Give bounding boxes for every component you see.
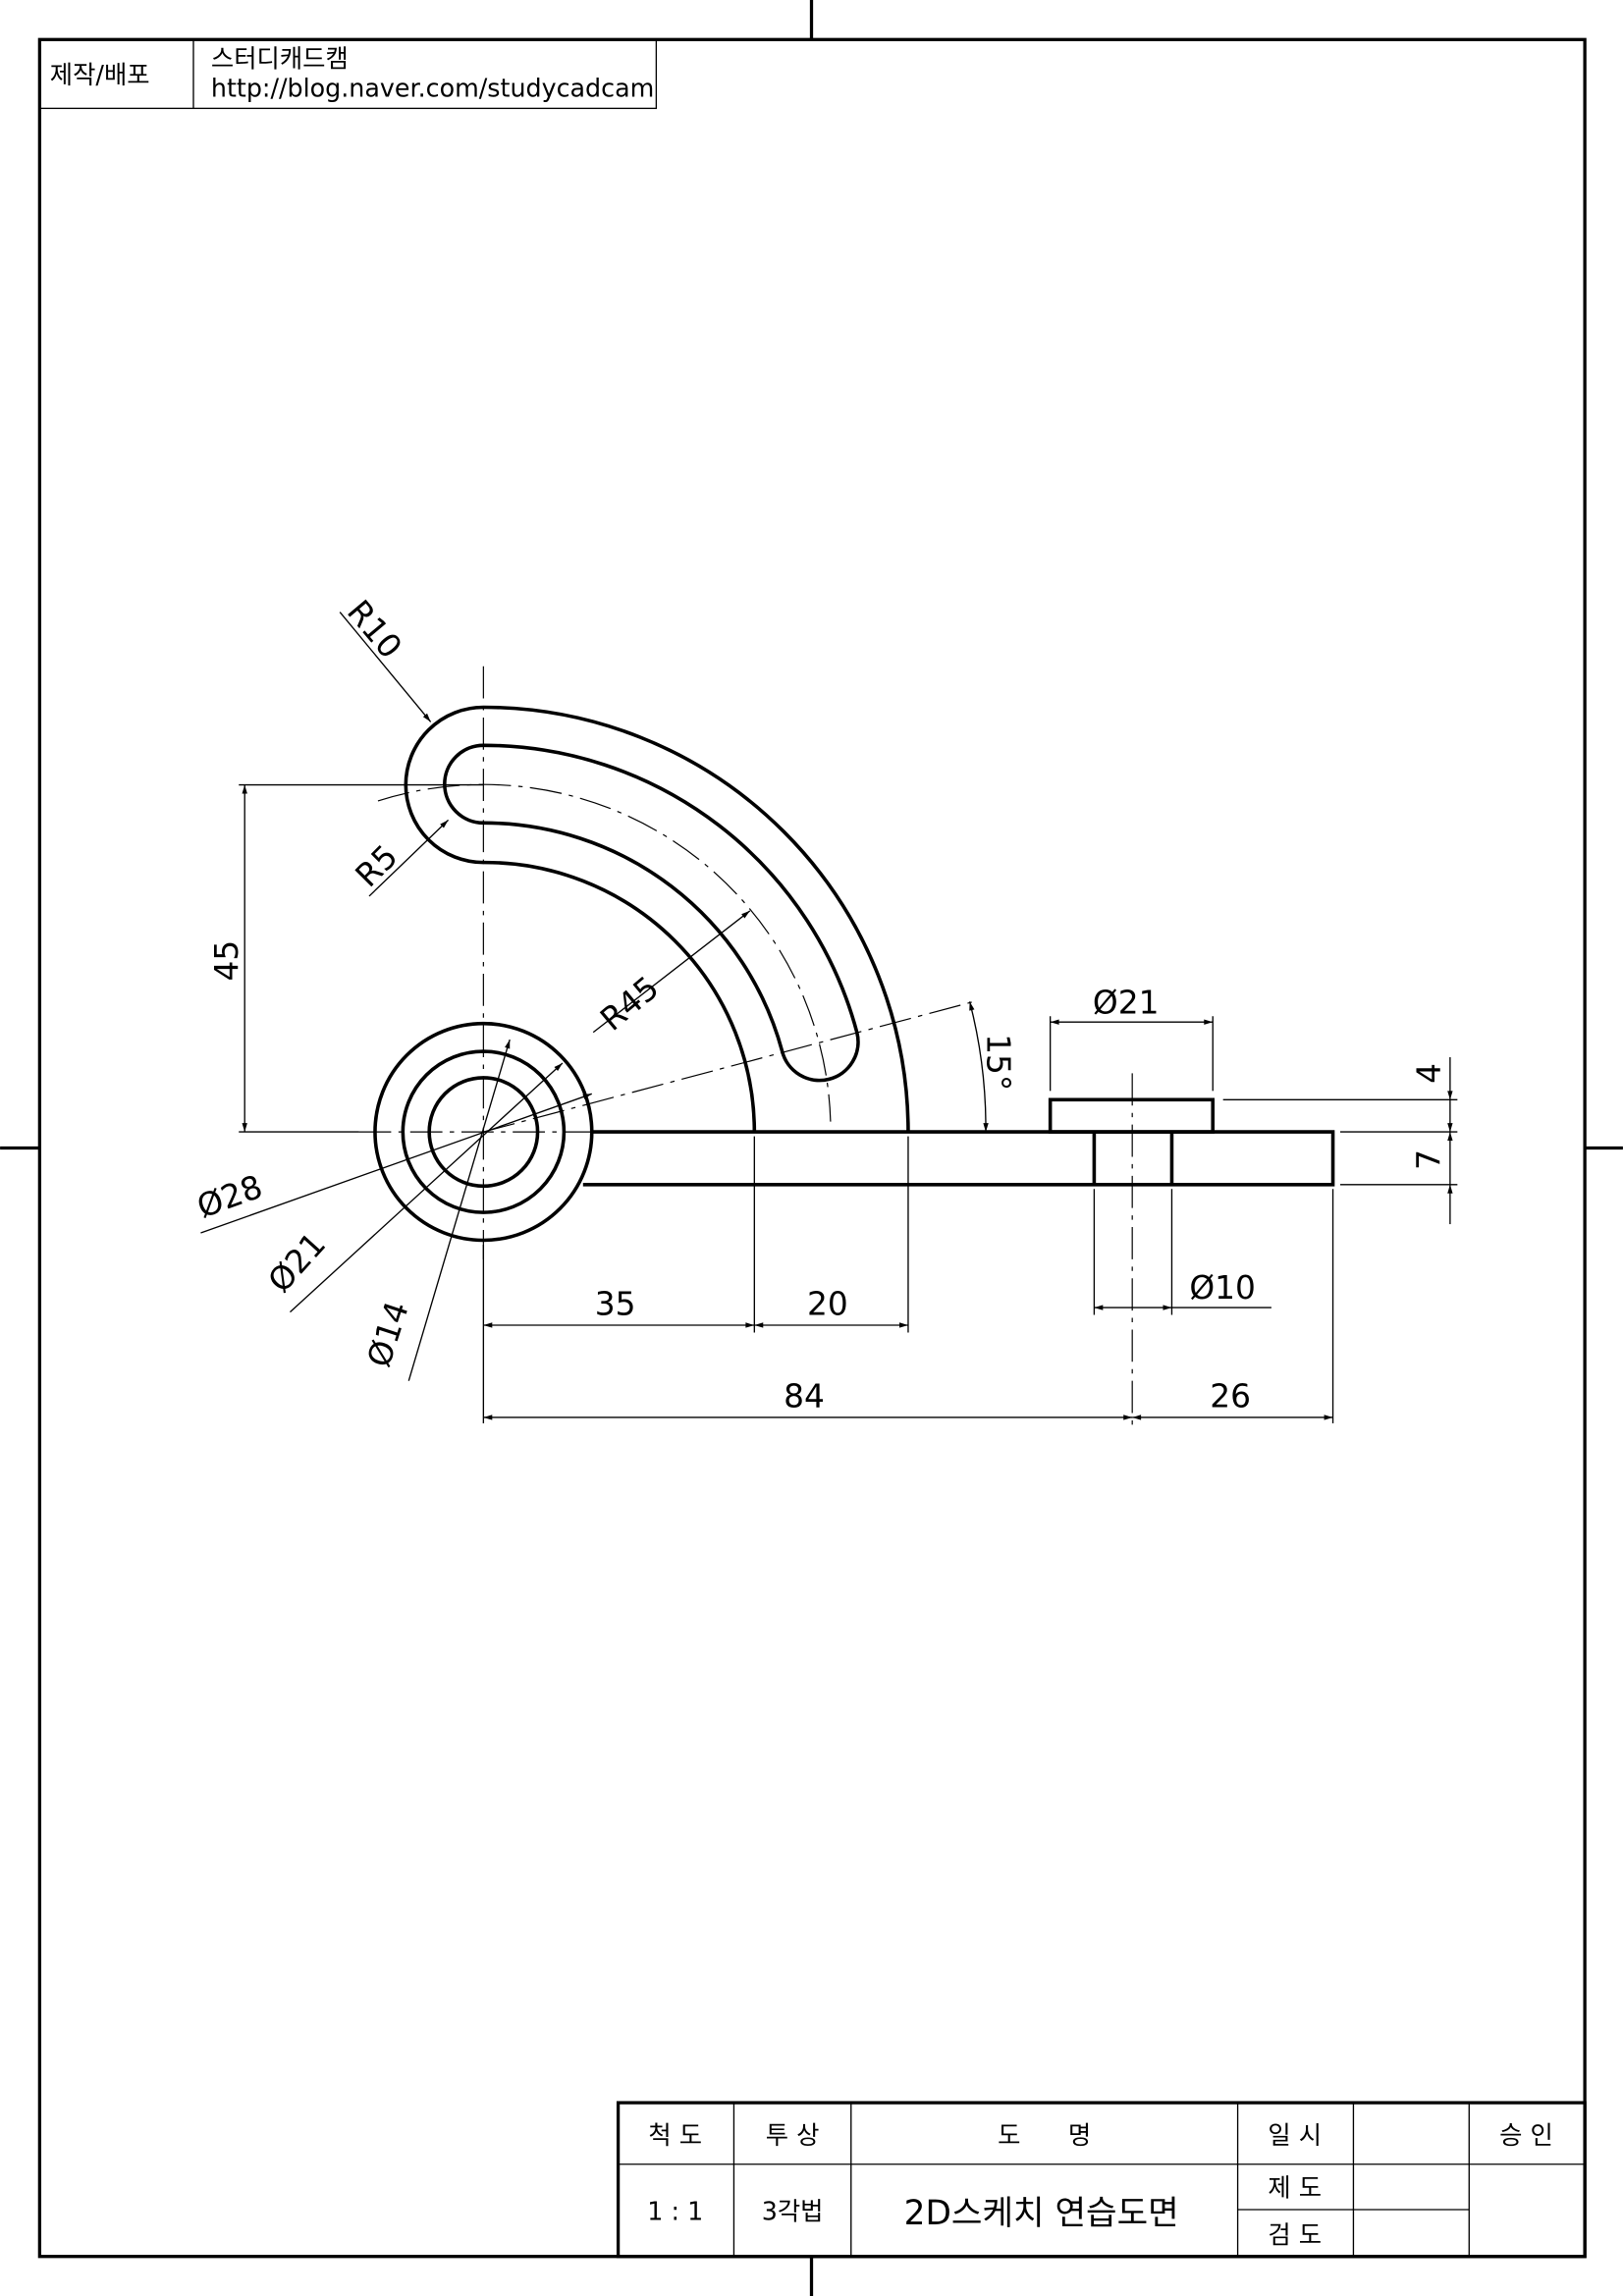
author-box-label: 제작/배포: [50, 60, 150, 89]
dim-d28: Ø28: [192, 1168, 267, 1226]
dim-r10: R10: [340, 593, 409, 666]
part-outline: [373, 705, 1335, 1243]
dim-d14: Ø14: [360, 1297, 416, 1371]
dim-r5: R5: [349, 837, 406, 894]
projection-value: 3각법: [762, 2196, 824, 2225]
title-block: 척 도 투 상 도 명 일 시 승 인 1 : 1 3각법 2D스케치 연습도면…: [616, 2101, 1587, 2259]
curved-arm: [404, 705, 910, 1133]
scale-value: 1 : 1: [647, 2196, 703, 2225]
dim-4: 4: [1410, 1063, 1447, 1084]
author-url[interactable]: http://blog.naver.com/studycadcam: [211, 73, 654, 102]
dimension-labels: R10 R5 R45 45 15° Ø28 Ø21 Ø14 Ø21 Ø10 4 …: [192, 593, 1448, 1415]
dim-d21-boss: Ø21: [1093, 984, 1160, 1021]
date-label: 일 시: [1268, 2120, 1322, 2150]
projection-label: 투 상: [766, 2120, 820, 2150]
approval-label: 승 인: [1499, 2120, 1553, 2150]
center-lines: [358, 666, 1133, 1428]
dim-r45: R45: [593, 969, 666, 1039]
drawing-name-label: 도 명: [998, 2120, 1091, 2150]
dim-7: 7: [1410, 1149, 1447, 1170]
author-name: 스터디캐드캠: [211, 44, 349, 74]
arc-slot: [443, 743, 860, 1083]
dim-35: 35: [595, 1286, 636, 1323]
checker-label: 검 도: [1268, 2219, 1322, 2249]
boss: [1048, 1097, 1216, 1134]
dimension-lines: [200, 612, 1458, 1423]
dim-d21-circle: Ø21: [261, 1225, 333, 1300]
author-box: 제작/배포 스터디캐드캠 http://blog.naver.com/study…: [38, 38, 658, 110]
dim-26: 26: [1210, 1378, 1251, 1415]
base-plate: [582, 1130, 1335, 1187]
dim-15deg: 15°: [980, 1034, 1017, 1091]
drawing-frame: [37, 37, 1587, 2259]
drawing-name: 2D스케치 연습도면: [904, 2194, 1179, 2233]
dim-20: 20: [807, 1286, 848, 1323]
drafter-label: 제 도: [1268, 2173, 1322, 2203]
scale-label: 척 도: [648, 2120, 702, 2150]
dim-45: 45: [208, 940, 245, 982]
dim-84: 84: [784, 1378, 825, 1415]
dim-d10: Ø10: [1189, 1269, 1256, 1307]
